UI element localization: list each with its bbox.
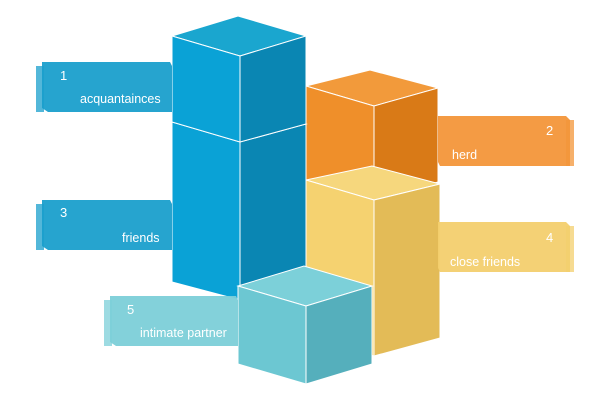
banner-friends: 3 friends xyxy=(36,200,172,250)
banner-herd-body xyxy=(438,116,570,166)
banner-herd: 2 herd xyxy=(438,116,574,166)
banner-friends-label: friends xyxy=(122,231,160,245)
banner-intimate-partner-label: intimate partner xyxy=(140,326,227,340)
block-close-friends xyxy=(305,165,441,357)
banner-acquaintances-body xyxy=(42,62,172,112)
banner-friends-body xyxy=(42,200,172,250)
banner-intimate-partner-body xyxy=(110,296,238,346)
banner-herd-number: 2 xyxy=(546,123,553,138)
block-close-friends-side xyxy=(373,183,441,357)
banner-herd-label: herd xyxy=(452,148,477,162)
banner-close-friends-number: 4 xyxy=(546,230,553,245)
block-friends-front xyxy=(171,121,241,301)
banner-acquaintances-fold xyxy=(36,66,44,112)
banner-herd-fold xyxy=(566,120,574,166)
banner-intimate-partner-fold xyxy=(104,300,112,346)
banner-close-friends-label: close friends xyxy=(450,255,520,269)
banner-friends-number: 3 xyxy=(60,205,67,220)
block-acquaintances-side xyxy=(239,35,307,143)
banner-intimate-partner-number: 5 xyxy=(127,302,134,317)
banner-friends-fold xyxy=(36,204,44,250)
banner-acquaintances: 1 acquantainces xyxy=(36,62,172,112)
block-intimate-partner-side xyxy=(305,285,373,385)
banner-acquaintances-number: 1 xyxy=(60,68,67,83)
block-acquaintances xyxy=(170,15,308,143)
block-intimate-partner xyxy=(236,265,374,385)
banner-close-friends-fold xyxy=(566,226,574,272)
banner-close-friends-body xyxy=(438,222,570,272)
banner-acquaintances-label: acquantainces xyxy=(80,92,161,106)
banner-intimate-partner: 5 intimate partner xyxy=(104,296,238,346)
banner-close-friends: 4 close friends xyxy=(438,222,574,272)
